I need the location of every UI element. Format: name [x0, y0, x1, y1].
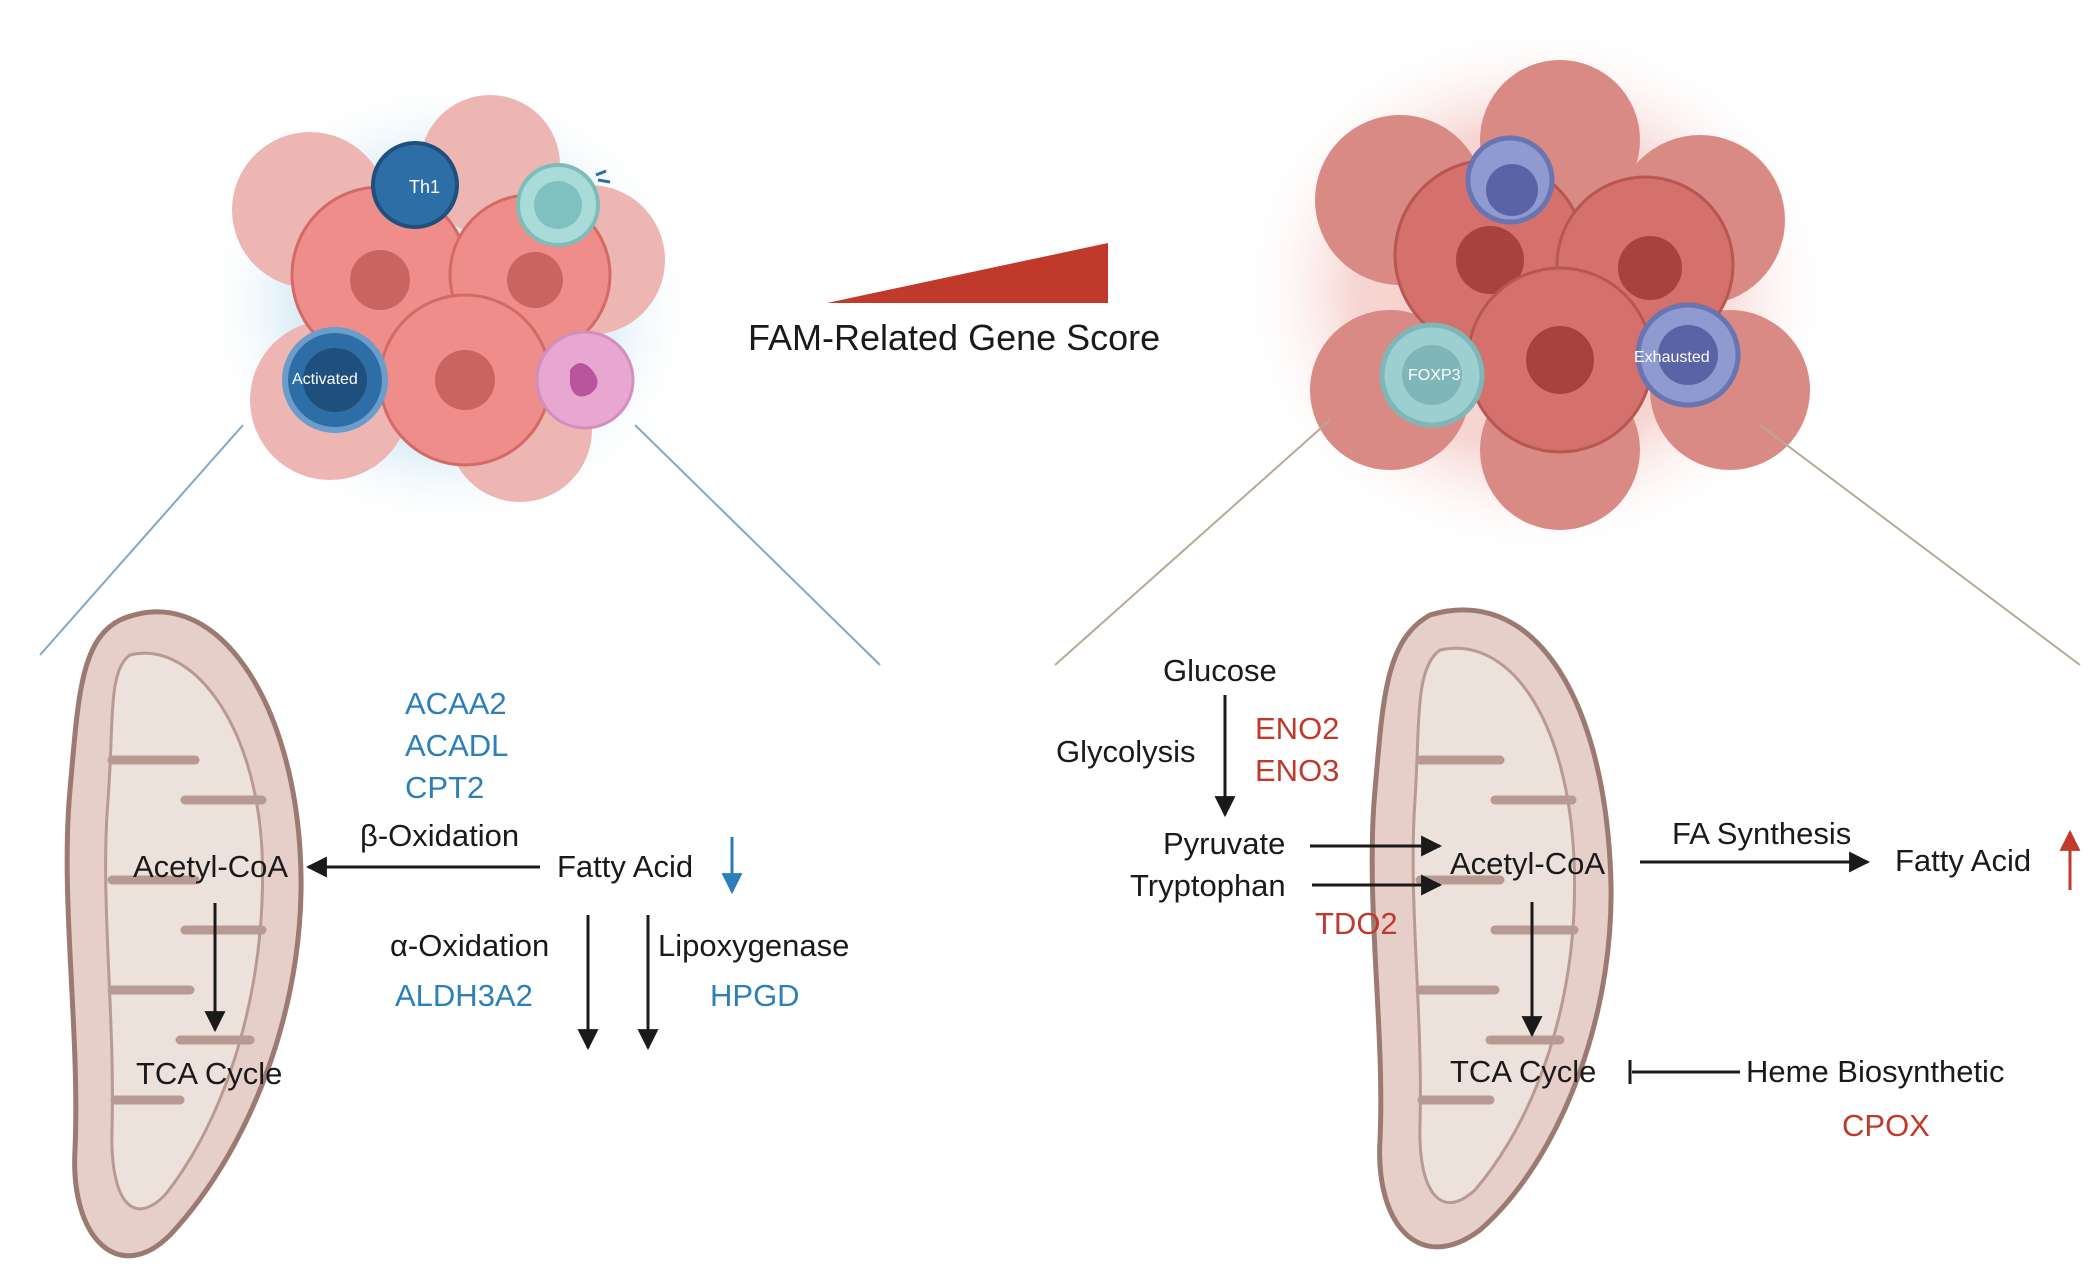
beta-oxidation-label: β-Oxidation — [360, 818, 520, 853]
acetyl-coa-right: Acetyl-CoA — [1450, 846, 1606, 881]
gene-hpgd: HPGD — [710, 978, 800, 1013]
mito-cristae — [107, 755, 267, 1105]
right-zoom-line-right — [1759, 424, 2081, 666]
right-mitochondrion — [1369, 607, 1614, 1250]
tumor-nucleus — [435, 350, 495, 410]
glycolysis-label: Glycolysis — [1056, 734, 1196, 769]
score-label: FAM-Related Gene Score — [748, 317, 1161, 358]
tumor-nucleus — [1526, 326, 1594, 394]
score-wedge — [827, 243, 1108, 303]
left-zoom-line-left — [39, 424, 244, 656]
exhausted-label: Exhausted — [1634, 349, 1710, 366]
gene-acadl: ACADL — [405, 728, 509, 763]
cytotoxic-nucleus — [534, 181, 582, 229]
fatty-acid-left: Fatty Acid — [557, 849, 694, 884]
tumor-nucleus — [1618, 236, 1682, 300]
right-zoom-line-left — [1054, 419, 1331, 666]
left-zoom-line-right — [634, 424, 881, 666]
tumor-nucleus — [507, 252, 563, 308]
activated-nucleus — [303, 348, 367, 412]
glucose-label: Glucose — [1163, 653, 1277, 688]
gene-aldh3a2: ALDH3A2 — [395, 978, 533, 1013]
left-tumor-cluster — [200, 75, 700, 535]
gene-cpox: CPOX — [1842, 1108, 1930, 1143]
foxp3-nucleus — [1402, 345, 1462, 405]
tca-cycle-right: TCA Cycle — [1450, 1054, 1597, 1089]
th1-label: Th1 — [409, 177, 441, 197]
pyruvate-label: Pyruvate — [1163, 826, 1286, 861]
tryptophan-label: Tryptophan — [1130, 868, 1286, 903]
tumor-nucleus — [350, 250, 410, 310]
exhausted-nucleus — [1658, 325, 1718, 385]
activated-label: Activated — [292, 371, 358, 388]
gene-acaa2: ACAA2 — [405, 686, 507, 721]
foxp3-label: FOXP3 — [1408, 367, 1461, 384]
tca-cycle-left: TCA Cycle — [136, 1056, 283, 1091]
gene-eno3: ENO3 — [1255, 753, 1340, 788]
gene-cpt2: CPT2 — [405, 770, 485, 805]
alpha-oxidation-label: α-Oxidation — [390, 928, 550, 963]
tumor-nucleus — [1456, 226, 1524, 294]
th1-cell — [371, 141, 459, 229]
left-mitochondrion — [64, 609, 304, 1259]
right-tumor-cluster — [1235, 20, 1835, 560]
heme-label: Heme Biosynthetic — [1746, 1054, 2005, 1089]
gene-eno2: ENO2 — [1255, 711, 1340, 746]
gene-tdo2: TDO2 — [1315, 906, 1398, 941]
treg-top-nucleus — [1486, 164, 1538, 216]
neutrophil-nucleus — [570, 363, 598, 397]
antibody-icon — [595, 169, 611, 184]
fa-synthesis-label: FA Synthesis — [1672, 816, 1852, 851]
lipoxygenase-label: Lipoxygenase — [658, 928, 850, 963]
acetyl-coa-left: Acetyl-CoA — [133, 849, 289, 884]
fatty-acid-right: Fatty Acid — [1895, 843, 2032, 878]
mito-inner-membrane — [1411, 646, 1577, 1204]
